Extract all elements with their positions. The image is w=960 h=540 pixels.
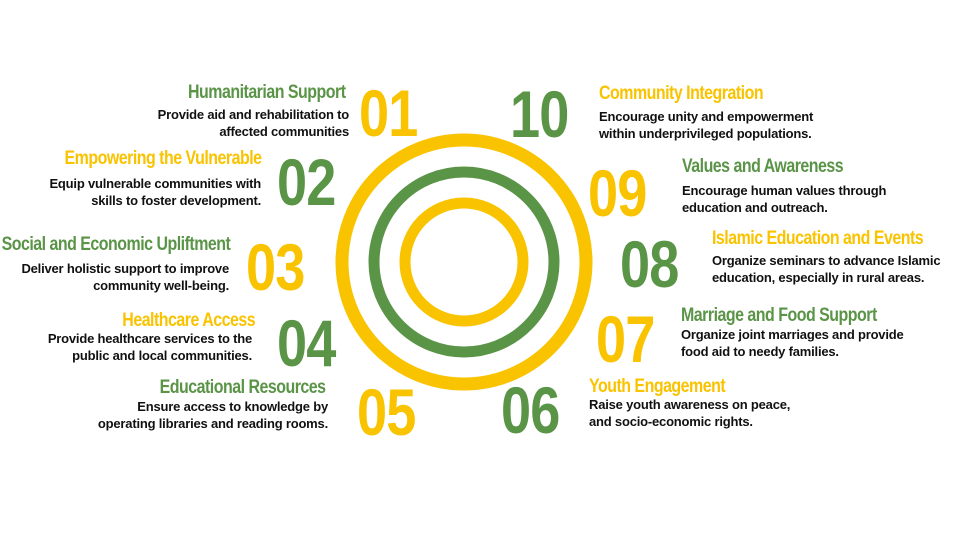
description-line: education and outreach. (682, 199, 828, 215)
description-line: Encourage human values through (682, 183, 887, 198)
description-line: Encourage unity and empowerment (599, 109, 814, 124)
item-heading: Islamic Education and Events (712, 228, 924, 249)
item-description: Raise youth awareness on peace,and socio… (589, 397, 790, 430)
description-line: Deliver holistic support to improve (21, 261, 229, 276)
description-line: Organize joint marriages and provide (681, 327, 904, 342)
item-number: 03 (246, 230, 305, 304)
description-line: within underprivileged populations. (599, 125, 812, 141)
description-line: Equip vulnerable communities with (49, 176, 261, 191)
item-heading: Educational Resources (160, 377, 326, 398)
middle-ring (368, 166, 560, 358)
description-line: operating libraries and reading rooms. (97, 415, 328, 431)
item-number: 07 (596, 302, 655, 376)
item-number: 05 (357, 375, 416, 449)
outer-ring (335, 133, 593, 391)
item-heading: Empowering the Vulnerable (65, 148, 262, 169)
item-number: 08 (620, 227, 679, 301)
description-line: Provide healthcare services to the (47, 331, 252, 346)
description-line: skills to foster development. (91, 192, 261, 208)
item-heading: Marriage and Food Support (681, 305, 877, 326)
description-line: community well-being. (93, 277, 229, 293)
description-line: Provide aid and rehabilitation to (157, 107, 350, 122)
item-number: 02 (277, 145, 336, 219)
item-number: 06 (501, 373, 560, 447)
description-line: affected communities (219, 123, 349, 139)
item-heading: Youth Engagement (589, 376, 726, 397)
inner-ring (399, 197, 529, 327)
item-heading: Healthcare Access (122, 310, 255, 331)
item-number: 10 (510, 77, 569, 151)
description-line: education, especially in rural areas. (712, 269, 925, 285)
item-number: 01 (359, 76, 418, 150)
item-number: 04 (277, 306, 336, 380)
item-heading: Community Integration (599, 83, 764, 104)
description-line: and socio-economic rights. (589, 413, 753, 429)
description-line: Organize seminars to advance Islamic (712, 253, 941, 268)
item-heading: Social and Economic Upliftment (1, 234, 230, 255)
description-line: Raise youth awareness on peace, (589, 397, 791, 412)
description-line: public and local communities. (72, 347, 252, 363)
description-line: Ensure access to knowledge by (137, 399, 328, 414)
description-line: food aid to needy families. (681, 343, 839, 359)
item-heading: Humanitarian Support (188, 82, 346, 103)
item-heading: Values and Awareness (682, 156, 844, 177)
item-number: 09 (588, 156, 647, 230)
